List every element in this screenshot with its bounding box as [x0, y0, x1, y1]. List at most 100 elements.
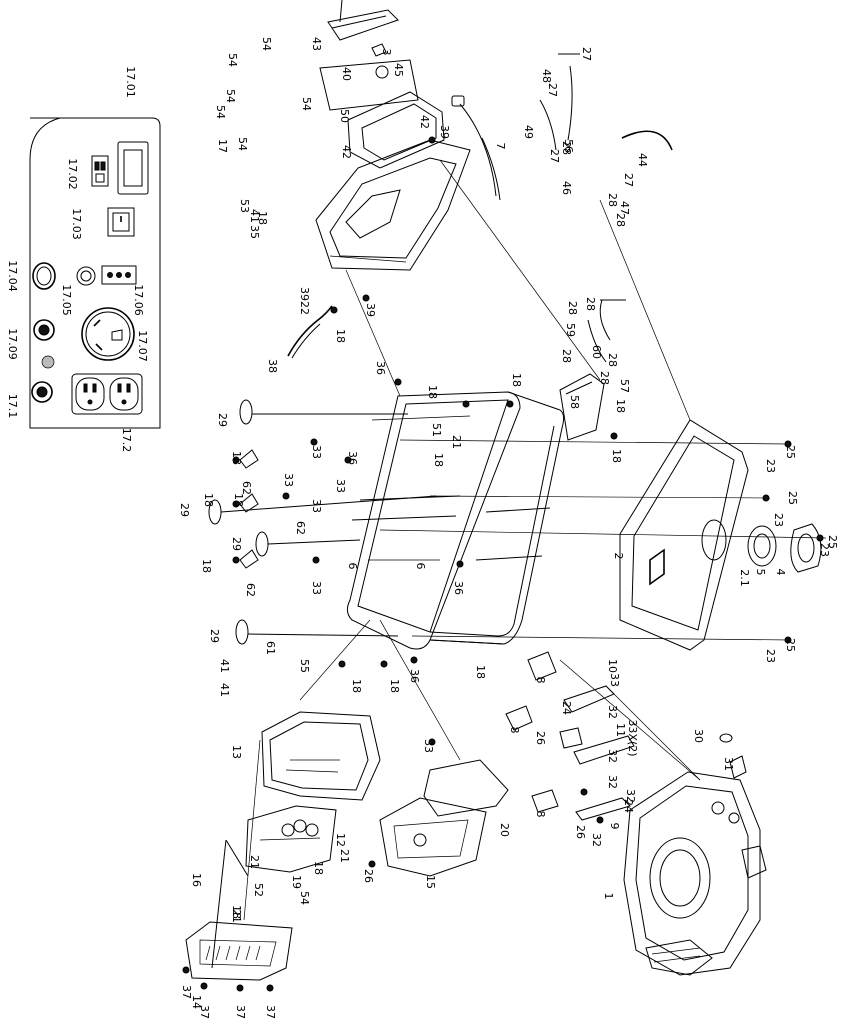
part-callout-label: 26: [534, 731, 547, 745]
part-callout-label: 23: [764, 649, 777, 663]
part-callout-label: 58: [568, 395, 581, 409]
part-callout-label: 36: [408, 669, 421, 683]
part-callout-label: 28: [598, 371, 611, 385]
part-callout-label: 47: [618, 201, 631, 215]
control-panel-inset: [29, 117, 161, 429]
panel-callout-label: 17.06: [132, 284, 145, 316]
part-callout-label: 27: [546, 83, 559, 97]
part-callout-label: 33: [282, 473, 295, 487]
part-callout-label: 31: [722, 757, 735, 771]
part-callout-label: 33X(2): [626, 719, 639, 756]
part-callout-label: 36: [374, 361, 387, 375]
panel-indicators-17-06: [101, 265, 137, 285]
part-callout-label: 60: [590, 345, 603, 359]
part-callout-label: 32: [606, 749, 619, 763]
part-callout-label: 32: [624, 789, 637, 803]
part-callout-label: 18: [510, 373, 523, 387]
part-callout-label: 18: [334, 329, 347, 343]
part-callout-label: 21: [338, 849, 351, 863]
part-callout-label: 52: [252, 883, 265, 897]
part-callout-label: 39: [298, 287, 311, 301]
part-callout-label: 10: [606, 659, 619, 673]
part-callout-label: 49: [522, 125, 535, 139]
part-callout-label: 39: [438, 125, 451, 139]
part-callout-label: 45: [392, 63, 405, 77]
part-callout-label: 18: [350, 679, 363, 693]
part-callout-label: 28: [560, 349, 573, 363]
fuel-hose-44: [621, 130, 673, 151]
part-callout-label: 41: [248, 209, 261, 223]
part-callout-label: 3: [380, 49, 393, 56]
panel-callout-label: 17.02: [66, 158, 79, 190]
part-callout-label: 7: [494, 143, 507, 150]
part-callout-label: 29: [208, 629, 221, 643]
part-callout-label: 32: [590, 833, 603, 847]
part-callout-label: 25: [786, 491, 799, 505]
part-callout-label: 33: [422, 739, 435, 753]
panel-ring-17-04: [32, 262, 56, 290]
part-callout-label: 6: [346, 563, 359, 570]
part-callout-label: 19: [290, 875, 303, 889]
panel-duplex-outlets-17-2: [71, 373, 143, 415]
panel-twistlock-outlet-17-07: [81, 307, 135, 361]
panel-callout-label: 17.1: [6, 394, 19, 419]
end-cover: [185, 921, 293, 981]
part-callout-label: 25: [784, 445, 797, 459]
part-callout-label: 29: [216, 413, 229, 427]
part-callout-label: 26: [362, 869, 375, 883]
part-callout-label: 18: [256, 211, 269, 225]
part-callout-label: 2: [612, 553, 625, 560]
gasket-20: [423, 759, 509, 817]
part-callout-label: 18: [614, 399, 627, 413]
part-callout-label: 59: [564, 323, 577, 337]
fuel-lines: [451, 53, 626, 363]
part-callout-label: 38: [266, 359, 279, 373]
part-callout-label: 62: [240, 481, 253, 495]
part-callout-label: 29: [230, 537, 243, 551]
part-callout-label: 18: [474, 665, 487, 679]
part-callout-label: 54: [298, 891, 311, 905]
part-callout-label: 57: [618, 379, 631, 393]
part-callout-label: 28: [560, 141, 573, 155]
fuel-tank: [319, 59, 445, 169]
rod-16: [225, 839, 249, 877]
part-callout-label: 15: [424, 875, 437, 889]
assembly-drawing: [182, 0, 827, 992]
part-callout-label: 62: [244, 583, 257, 597]
part-callout-label: 23: [772, 513, 785, 527]
fasteners: [182, 136, 824, 992]
part-callout-label: 6: [414, 563, 427, 570]
part-callout-label: 42: [418, 115, 431, 129]
assembly-lines: [243, 159, 701, 921]
part-callout-label: 13: [230, 745, 243, 759]
part-callout-label: 21: [248, 855, 261, 869]
panel-display-17-01: [117, 141, 149, 195]
panel-switch-17-03: [107, 207, 135, 237]
part-callout-label: 37: [198, 1005, 211, 1019]
pull-tube-38: [287, 305, 333, 357]
panel-callout-label: 17.04: [6, 260, 19, 292]
part-callout-label: 44: [636, 153, 649, 167]
panel-outlet-17-09: [33, 319, 55, 341]
part-callout-label: 18: [312, 861, 325, 875]
part-callout-label: 8: [508, 727, 521, 734]
part-callout-label: 36: [452, 581, 465, 595]
part-callout-label: 2.1: [738, 569, 751, 587]
part-callout-label: 37: [264, 1005, 277, 1019]
part-callout-label: 22: [298, 301, 311, 315]
part-callout-label: 4: [774, 569, 787, 576]
inverter-module: [261, 711, 381, 801]
part-callout-label: 28: [584, 297, 597, 311]
part-callout-label: 33: [310, 499, 323, 513]
part-callout-label: 18: [232, 493, 245, 507]
part-callout-label: 39: [364, 303, 377, 317]
part-callout-label: 28: [606, 193, 619, 207]
part-callout-label: 56: [562, 139, 575, 153]
part-callout-label: 46: [560, 181, 573, 195]
part-callout-label: 41: [218, 659, 231, 673]
part-callout-label: 25: [826, 535, 839, 549]
part-callout-label: 43: [310, 37, 323, 51]
part-callout-label: 23: [818, 543, 831, 557]
